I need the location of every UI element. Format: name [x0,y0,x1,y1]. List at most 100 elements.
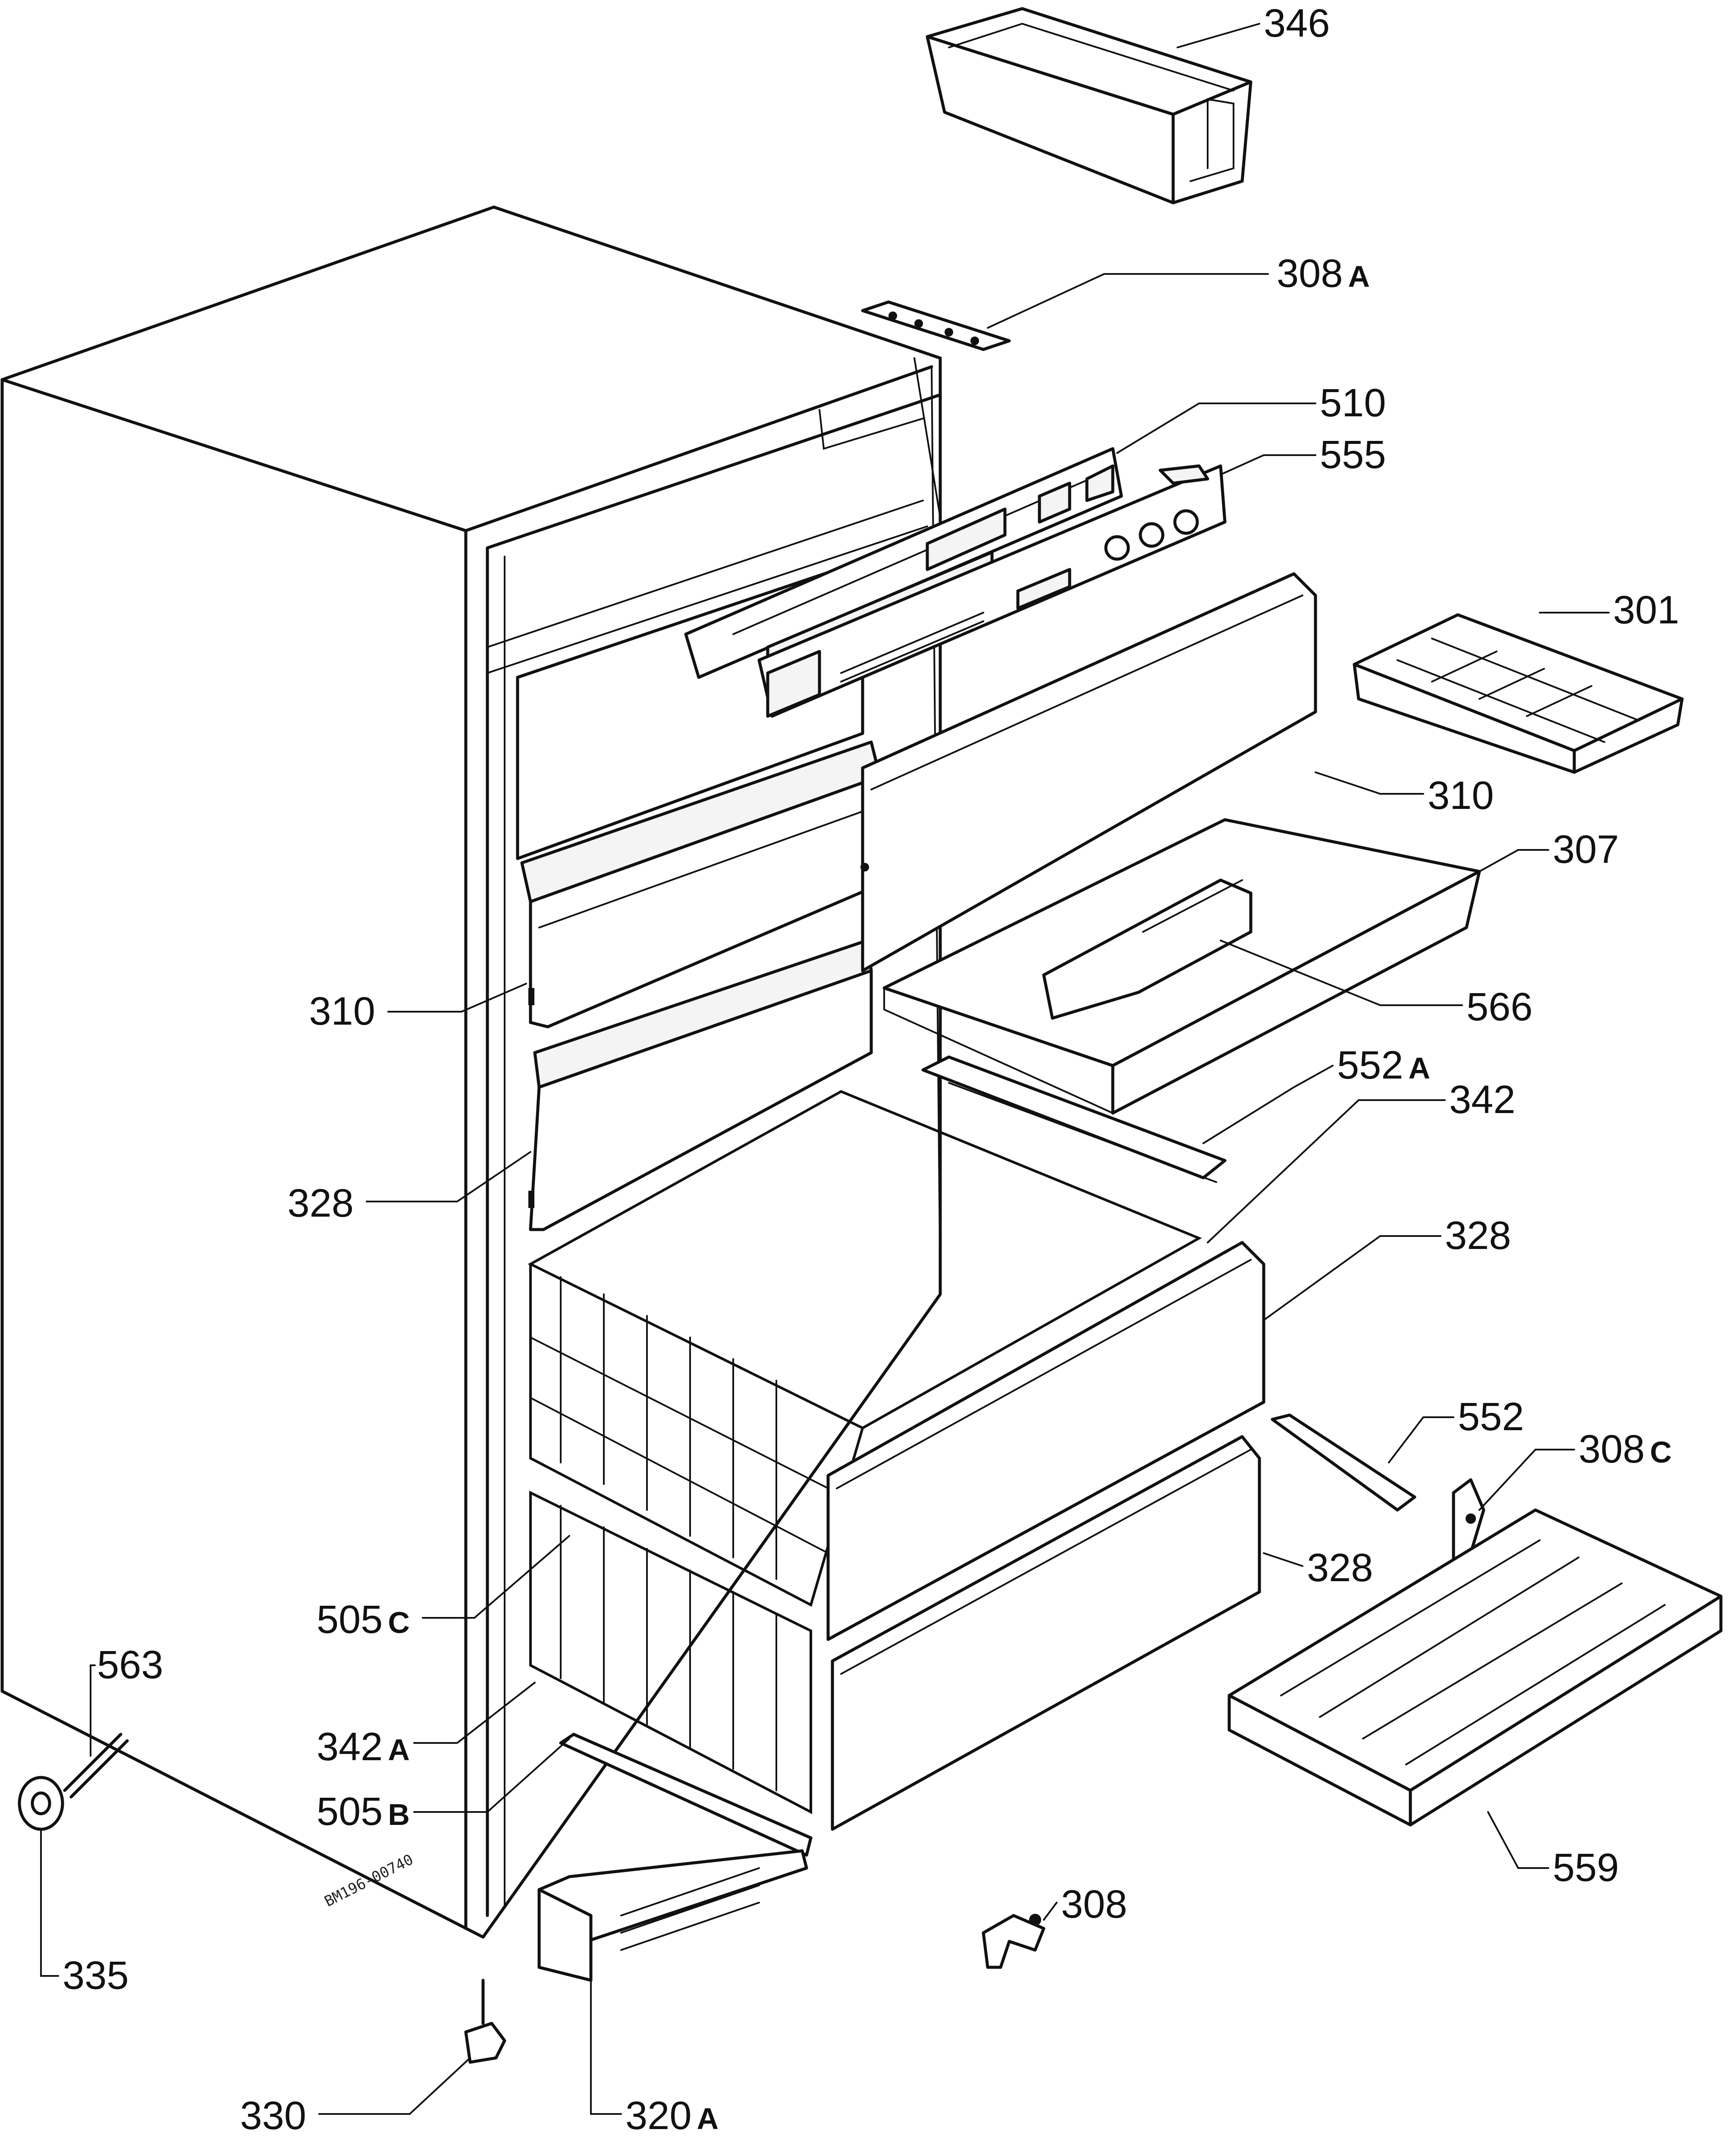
callout-number: 342 [317,1725,383,1769]
leader-line-c346 [1177,23,1260,48]
flap-328-left-drawing [528,939,873,1231]
leader-line-c310l [387,983,527,1013]
leader-line-c505b [413,1738,570,1813]
callout-number: 308 [1277,252,1343,296]
hinge-plate-308a-drawing [861,300,1011,351]
callout-label-c310l: 310 [309,989,376,1033]
callout-number: 328 [288,1181,354,1225]
leader-line-c308 [1043,1902,1058,1921]
callout-leaders [40,23,1610,2115]
callout-suffix: B [388,1798,410,1831]
callout-number: 328 [1307,1546,1373,1590]
leader-line-c330 [318,2057,471,2115]
leader-line-c335 [40,1828,59,1977]
bracket-308-drawing [982,1914,1045,1969]
wire-basket-342a-drawing [529,1491,812,1814]
ice-tray-559-drawing [1227,1508,1723,1827]
callout-suffix: A [1409,1051,1431,1085]
callout-number: 346 [1264,1,1330,45]
rail-552a-drawing [921,1055,1227,1183]
callout-number: 335 [63,1953,129,1997]
callout-suffix: A [697,2102,719,2136]
callout-label-c342: 342 [1449,1078,1516,1122]
callout-number: 566 [1466,985,1533,1029]
callout-number: 328 [1445,1214,1511,1258]
leader-line-c552 [1388,1416,1454,1463]
leader-line-c555 [1220,454,1316,475]
callout-label-c346: 346 [1264,1,1330,45]
callout-number: 552 [1458,1395,1524,1439]
fascia-555-drawing [757,464,1227,718]
callout-suffix: C [1650,1435,1672,1469]
callout-label-c566: 566 [1466,985,1533,1029]
ice-tray-301-drawing [1353,613,1684,774]
callout-label-c328b: 328 [1307,1546,1373,1590]
callout-label-c301: 301 [1613,588,1679,632]
callout-number: 505 [317,1790,383,1834]
leader-line-c328l [366,1151,531,1202]
callout-number: 342 [1449,1078,1516,1122]
hinge-308c-drawing [1452,1478,1485,1563]
callout-label-c308: 308 [1061,1882,1127,1926]
callout-number: 552 [1337,1043,1403,1087]
callout-label-c330: 330 [240,2094,307,2138]
callout-number: 310 [309,989,376,1033]
callout-number: 320 [625,2094,692,2138]
flap-310-right-drawing [860,572,1317,972]
callout-number: 307 [1553,827,1619,871]
callout-label-c310r: 310 [1428,774,1494,818]
screw-330-drawing [464,1979,506,2064]
callout-number: 308 [1579,1427,1645,1471]
leader-line-c310r [1315,771,1424,795]
drawer-front-328-upper-drawing [826,1241,1265,1641]
foot-335-drawing [18,1776,64,1831]
callout-number: 510 [1320,381,1386,425]
leader-line-c552a [1202,1065,1334,1144]
leader-line-c563 [90,1664,96,1757]
bar-552-drawing [1271,1413,1416,1512]
leader-line-c308c [1479,1449,1575,1511]
callout-number: 301 [1613,588,1679,632]
leader-line-c342a [413,1682,536,1744]
callout-number: 555 [1320,433,1386,477]
callout-label-c559: 559 [1553,1846,1619,1890]
callout-label-c552: 552 [1458,1395,1524,1439]
bin-346-drawing [926,7,1253,204]
callout-number: 505 [317,1598,383,1642]
callout-number: 330 [240,2094,307,2138]
screw-563-drawing [63,1733,129,1799]
callout-suffix: C [388,1606,410,1639]
leader-line-c328a [1263,1235,1441,1321]
leader-line-c510 [1116,403,1316,454]
callout-number: 559 [1553,1846,1619,1890]
callout-number: 310 [1428,774,1494,818]
callout-label-c307: 307 [1553,827,1619,871]
callout-label-c510: 510 [1320,381,1386,425]
leader-line-c342 [1207,1099,1446,1243]
callout-suffix: A [388,1733,410,1767]
callout-label-c563: 563 [97,1643,163,1687]
plinth-320a-drawing [537,1849,808,1982]
leader-line-c320a [590,1979,622,2115]
callout-label-c555: 555 [1320,433,1386,477]
callout-number: 563 [97,1643,163,1687]
callout-label-c328l: 328 [288,1181,354,1225]
scraper-566-drawing [1042,878,1253,1020]
leader-line-c559 [1487,1811,1549,1869]
callout-number: 308 [1061,1882,1127,1926]
leader-line-c307 [1479,849,1549,872]
drawer-front-328-lower-drawing [831,1435,1261,1831]
callout-label-c328a: 328 [1445,1214,1511,1258]
callout-label-c335: 335 [63,1953,129,1997]
runner-505b-drawing [559,1733,813,1857]
leader-line-c328b [1263,1552,1303,1567]
